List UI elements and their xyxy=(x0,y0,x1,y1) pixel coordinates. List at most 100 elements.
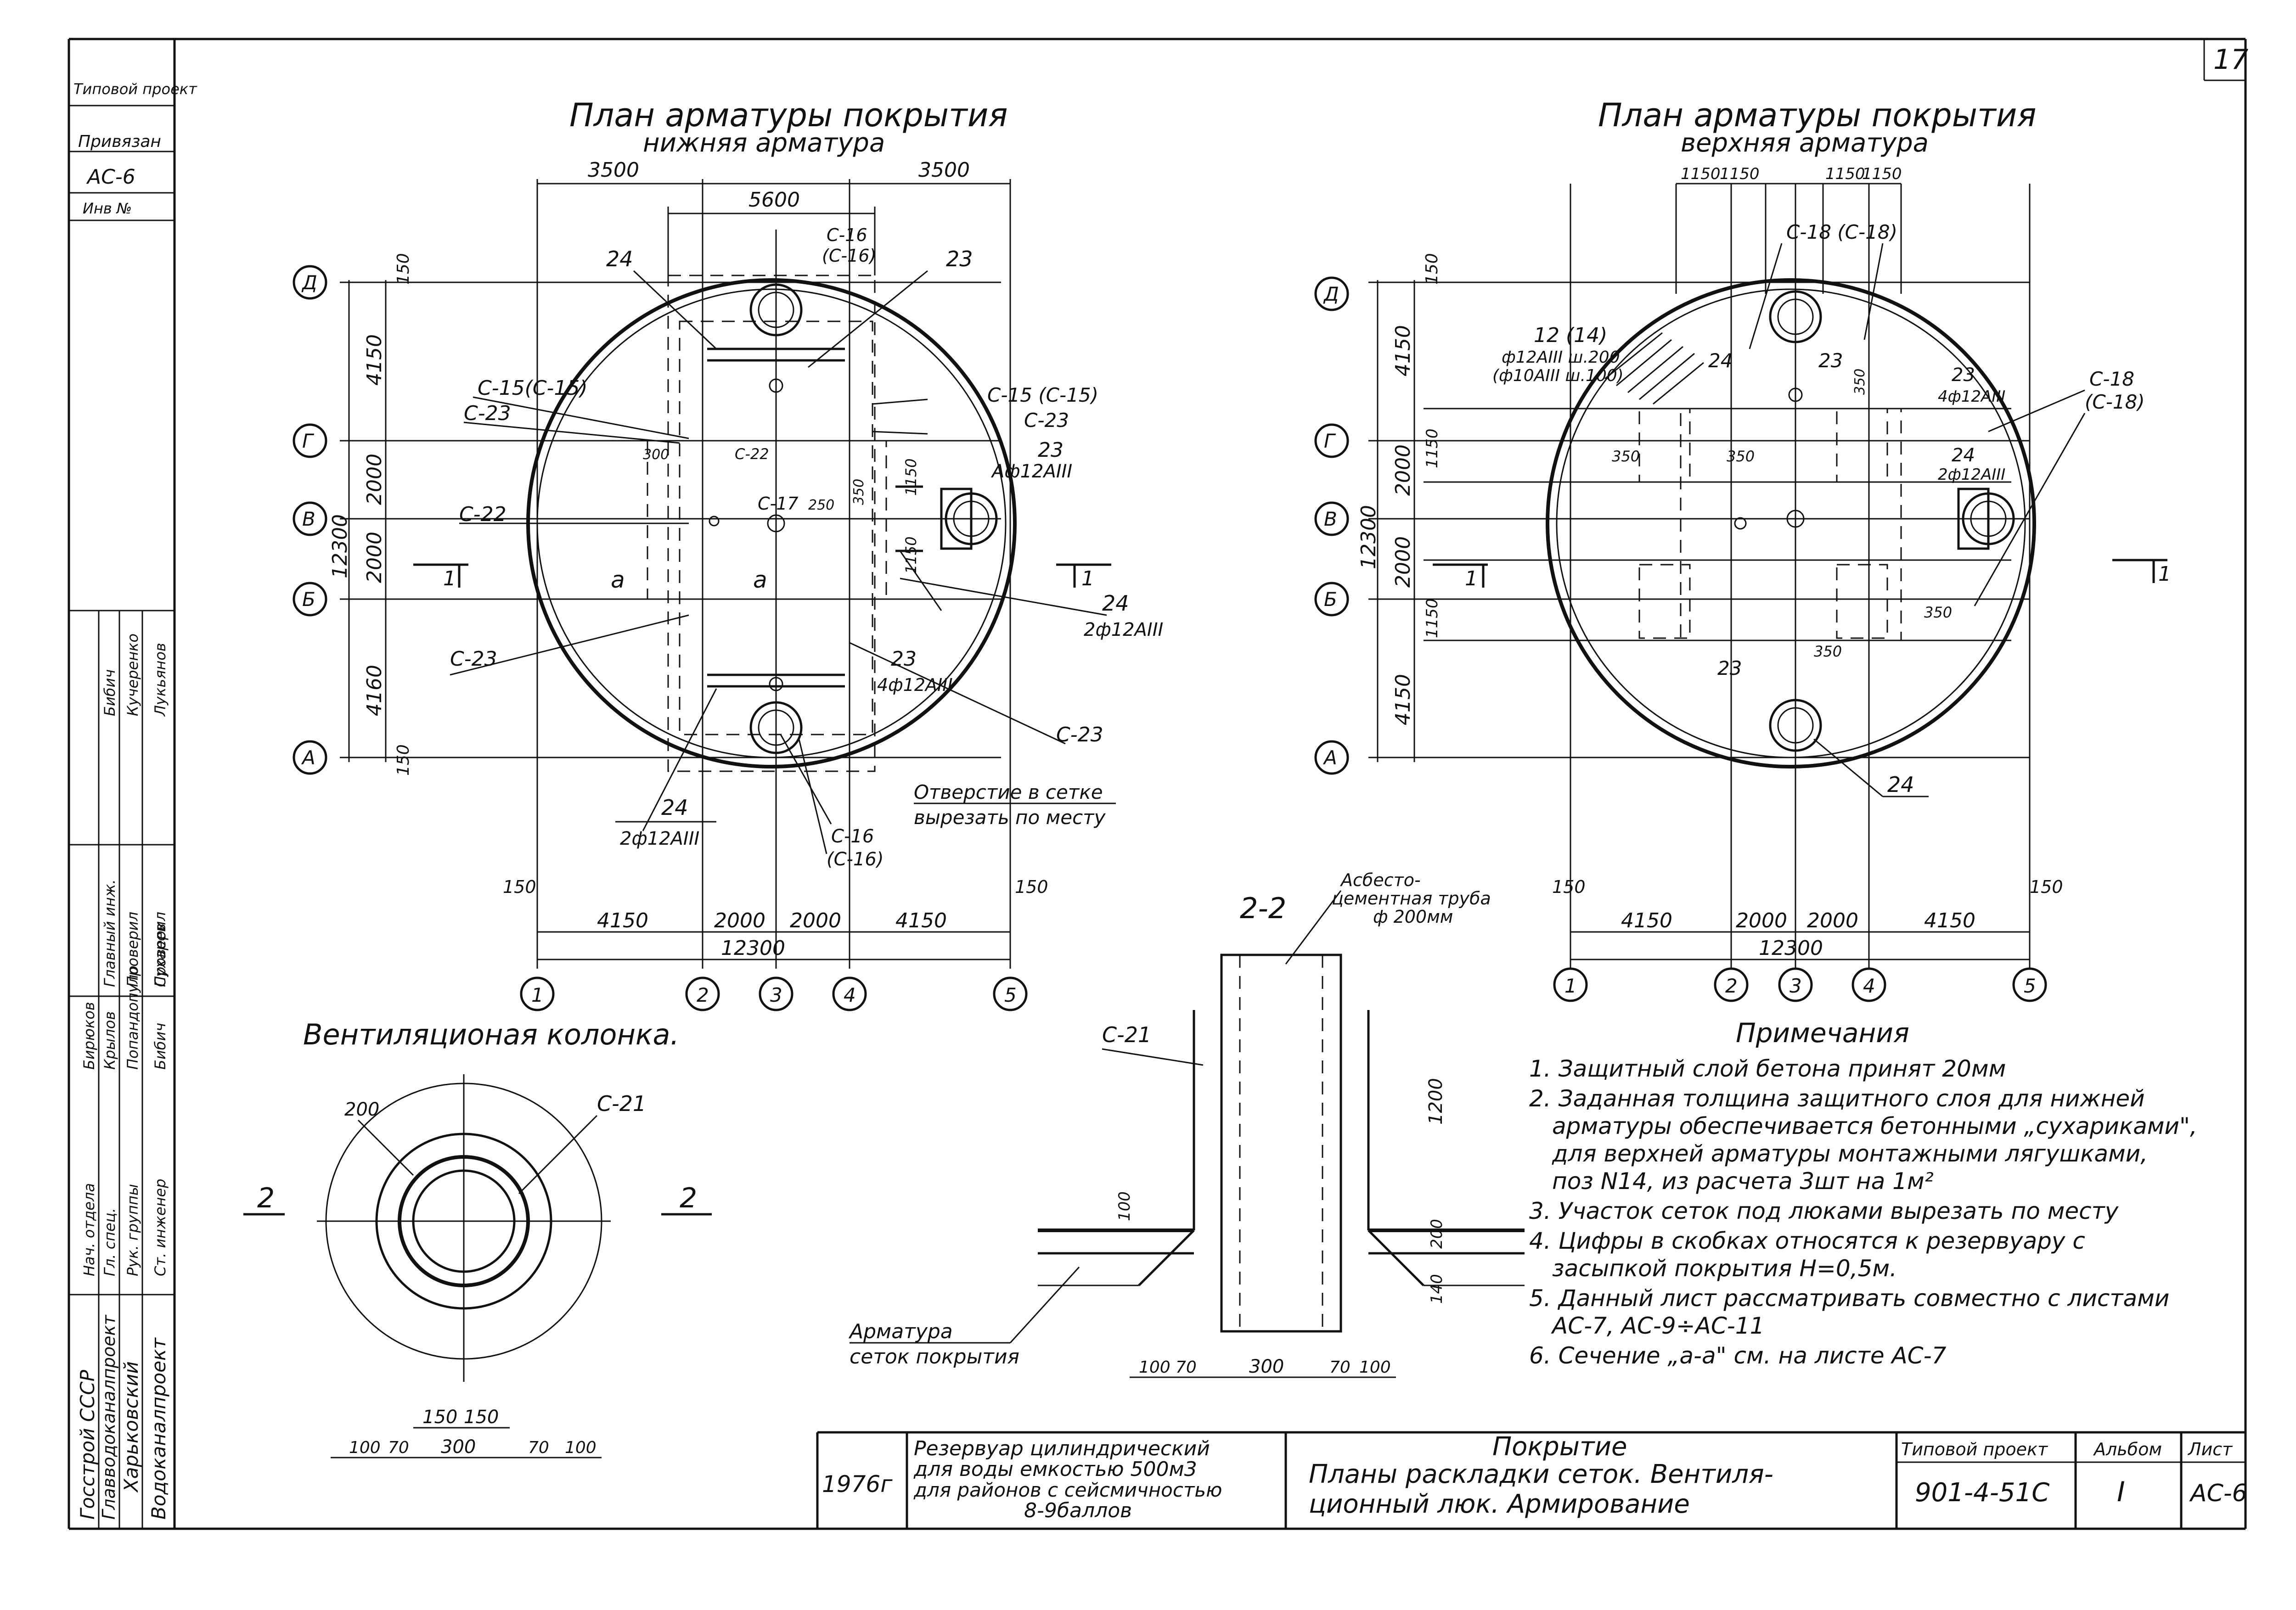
tank-outline-upper xyxy=(1546,278,2036,769)
name2-0: Бибич xyxy=(101,669,118,716)
pl-n24-right: 24 xyxy=(1102,591,1129,616)
pu-section-left: 1 xyxy=(1465,567,1478,590)
pl-c16-bottom-b: (С-16) xyxy=(827,849,884,870)
section-2-2: 2-2 Асбесто- цементная труба ф 200мм С-2… xyxy=(848,870,1525,1378)
pl-c23-right-low: С-23 xyxy=(1056,723,1103,746)
vent-dim-0: 150 xyxy=(422,1407,457,1428)
s22-pipe-1: Асбесто- xyxy=(1339,870,1421,890)
stamp-top-1: Привязан xyxy=(78,132,161,151)
s22-pipe-3: ф 200мм xyxy=(1373,907,1453,927)
note-0: 1. Защитный слой бетона принят 20мм xyxy=(1529,1055,2006,1082)
s22-rebar-2: сеток покрытия xyxy=(850,1345,1019,1369)
pl-axis-B: Б xyxy=(302,588,315,611)
vent-dim-2: 100 xyxy=(349,1438,381,1457)
pl-dim-left-total: 12300 xyxy=(328,514,352,578)
pl-c15-right: С-15 (С-15) xyxy=(987,384,1098,406)
pl-c22-in: С-22 xyxy=(735,445,769,463)
pu-bar-r: 4ф12АIII xyxy=(1938,387,2005,406)
left-margin-stamp: Типовой проект Привязан АС-6 Инв № Госст… xyxy=(69,80,197,1529)
pl-c16-top: С-16 xyxy=(827,225,867,245)
stamp-top-0: Типовой проект xyxy=(73,80,197,98)
pl-dim-top-1: 5600 xyxy=(748,188,800,212)
pl-bar-mid: Аф12АIII xyxy=(990,461,1072,482)
pu-axis-G: Г xyxy=(1324,430,1336,452)
s22-140: 140 xyxy=(1428,1274,1446,1304)
pu-section-right: 1 xyxy=(2158,562,2171,586)
pu-n350b: 350 xyxy=(1727,448,1755,465)
plan-lower-title-2: нижняя арматура xyxy=(643,128,885,158)
pu-dim-left-0: 150 xyxy=(1423,253,1441,285)
pu-bar-r2: 2ф12АIII xyxy=(1938,466,2005,484)
pl-dim-bot-5: 150 xyxy=(1015,877,1048,897)
pl-dim-top-0: 3500 xyxy=(588,158,639,182)
note-8: 5. Данный лист рассматривать совместно с… xyxy=(1529,1285,2169,1312)
pl-axis-5: 5 xyxy=(1004,984,1017,1006)
note-5: 3. Участок сеток под люками вырезать по … xyxy=(1529,1198,2119,1224)
pl-c16-top-b: (С-16) xyxy=(822,246,876,266)
pu-n12: 12 (14) xyxy=(1534,324,1607,347)
vent-dim-6: 100 xyxy=(565,1438,597,1457)
tb-sheet-label: Лист xyxy=(2187,1439,2233,1459)
pl-n1150a: 1150 xyxy=(902,459,920,496)
vent-c21: С-21 xyxy=(597,1091,646,1116)
org-line-3: Водоканалпроект xyxy=(147,1337,170,1520)
plan-lower: План арматуры покрытия нижняя арматура xyxy=(293,96,1163,1011)
pl-n24-top: 24 xyxy=(606,247,633,271)
s22-dim-1: 70 xyxy=(1176,1358,1197,1377)
pl-n24-bottom: 24 xyxy=(661,795,688,820)
plan-lower-title-1: План арматуры покрытия xyxy=(569,96,1007,134)
pu-dim-left-2: 1150 xyxy=(1423,428,1441,468)
vent-section-left: 2 xyxy=(257,1182,275,1214)
pl-axis-1: 1 xyxy=(531,984,544,1006)
tb-project-2: для воды емкостью 500м3 xyxy=(913,1458,1197,1481)
note-6: 4. Цифры в скобках относятся к резервуар… xyxy=(1529,1228,2085,1254)
tb-sheet-value: АС-6 xyxy=(2189,1480,2247,1507)
s22-dim-3: 70 xyxy=(1329,1358,1351,1377)
pu-dim-bot-4: 4150 xyxy=(1924,909,1975,932)
pl-n250: 250 xyxy=(808,497,834,513)
tb-album-value: I xyxy=(2117,1476,2125,1508)
pl-axis-A: А xyxy=(301,746,315,769)
pu-dim-left-5: 1150 xyxy=(1423,598,1441,638)
pu-dim-total: 12300 xyxy=(1759,937,1823,960)
pu-bar12b: (ф10АIII ш.100) xyxy=(1492,366,1624,385)
pl-dim-left-5: 150 xyxy=(394,744,413,776)
pl-c16-bottom: С-16 xyxy=(831,826,874,847)
pu-dim-left-3: 2000 xyxy=(1391,444,1415,496)
note-1: 2. Заданная толщина защитного слоя для н… xyxy=(1529,1085,2145,1112)
sheet-number: 17 xyxy=(2213,44,2248,76)
pu-n350a: 350 xyxy=(1612,448,1640,465)
s22-pipe-2: цементная труба xyxy=(1332,888,1491,909)
tb-project-3: для районов с сейсмичностью xyxy=(913,1479,1222,1501)
pl-bar-right: 2ф12АIII xyxy=(1084,619,1163,640)
section22-title: 2-2 xyxy=(1240,892,1286,925)
pl-dim-bot-4: 4150 xyxy=(895,909,947,932)
tb-sheet-title-2: Планы раскладки сеток. Вентиля- xyxy=(1309,1459,1773,1489)
pl-dim-bot-2: 2000 xyxy=(714,909,765,932)
sheet-frame: 17 xyxy=(68,38,2248,1530)
pl-section-left: 1 xyxy=(443,567,456,590)
name-0: Бирюков xyxy=(80,1002,98,1070)
s22-100: 100 xyxy=(1115,1191,1134,1221)
pu-axis-4: 4 xyxy=(1863,975,1875,997)
pl-dim-left-0: 150 xyxy=(394,253,413,285)
vent-dim-5: 70 xyxy=(528,1438,549,1457)
stamp-top-3: Инв № xyxy=(83,200,132,217)
pu-c18-right: С-18 xyxy=(2089,368,2134,390)
pu-dim-left-1: 4150 xyxy=(1391,325,1415,376)
pl-hole-1: Отверстие в сетке xyxy=(914,781,1103,803)
vent-title: Вентиляционая колонка. xyxy=(303,1018,679,1051)
note-7: засыпкой покрытия H=0,5м. xyxy=(1552,1255,1897,1282)
tb-proj-label: Типовой проект xyxy=(1901,1439,2048,1459)
s22-dim-2: 300 xyxy=(1249,1356,1284,1377)
name-1: Крылов xyxy=(101,1011,118,1070)
pl-hole-2: вырезать по месту xyxy=(914,806,1106,829)
tb-project-1: Резервуар цилиндрический xyxy=(914,1437,1210,1460)
pu-bar12a: ф12АIII ш.200 xyxy=(1502,348,1620,367)
pl-dim-bot-3: 2000 xyxy=(790,909,841,932)
notes-title: Примечания xyxy=(1736,1017,1909,1049)
s22-1200: 1200 xyxy=(1425,1078,1446,1125)
pl-axis-V: В xyxy=(302,508,315,530)
s22-c21: С-21 xyxy=(1102,1022,1151,1047)
